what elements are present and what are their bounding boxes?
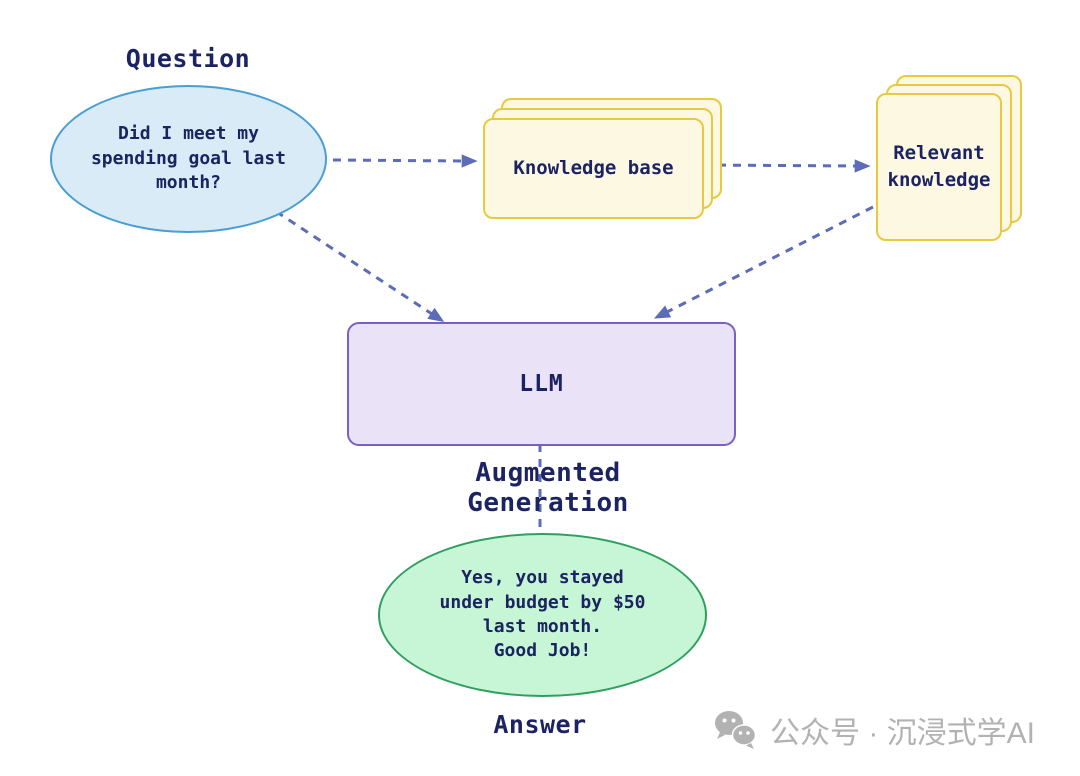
wechat-icon (712, 708, 758, 752)
relevant-knowledge-label: Relevant knowledge (887, 142, 991, 191)
answer-bubble-text: Yes, you stayed under budget by $50 last… (439, 567, 646, 662)
llm-label: LLM (519, 371, 564, 397)
arrow-relevant-knowledge-to-llm (653, 205, 874, 319)
answer-bubble: Yes, you stayed under budget by $50 last… (378, 533, 707, 697)
watermark-text: 公众号 · 沉浸式学AI (770, 717, 1036, 750)
question-bubble-text: Did I meet my spending goal last month? (90, 122, 287, 194)
question-label: Question (125, 44, 251, 73)
augmented-generation-label: Augmented Generation (467, 458, 629, 518)
llm-box: LLM (347, 322, 736, 446)
knowledge-base-card: Knowledge base (483, 118, 704, 219)
watermark: 公众号 · 沉浸式学AI (712, 708, 1035, 752)
question-bubble: Did I meet my spending goal last month? (50, 85, 327, 233)
arrow-question-to-knowledge-base (332, 154, 478, 168)
relevant-knowledge-card: Relevant knowledge (876, 93, 1002, 241)
answer-label: Answer (493, 710, 587, 739)
arrow-knowledge-base-to-relevant-knowledge (702, 159, 871, 173)
knowledge-base-label: Knowledge base (513, 157, 674, 180)
